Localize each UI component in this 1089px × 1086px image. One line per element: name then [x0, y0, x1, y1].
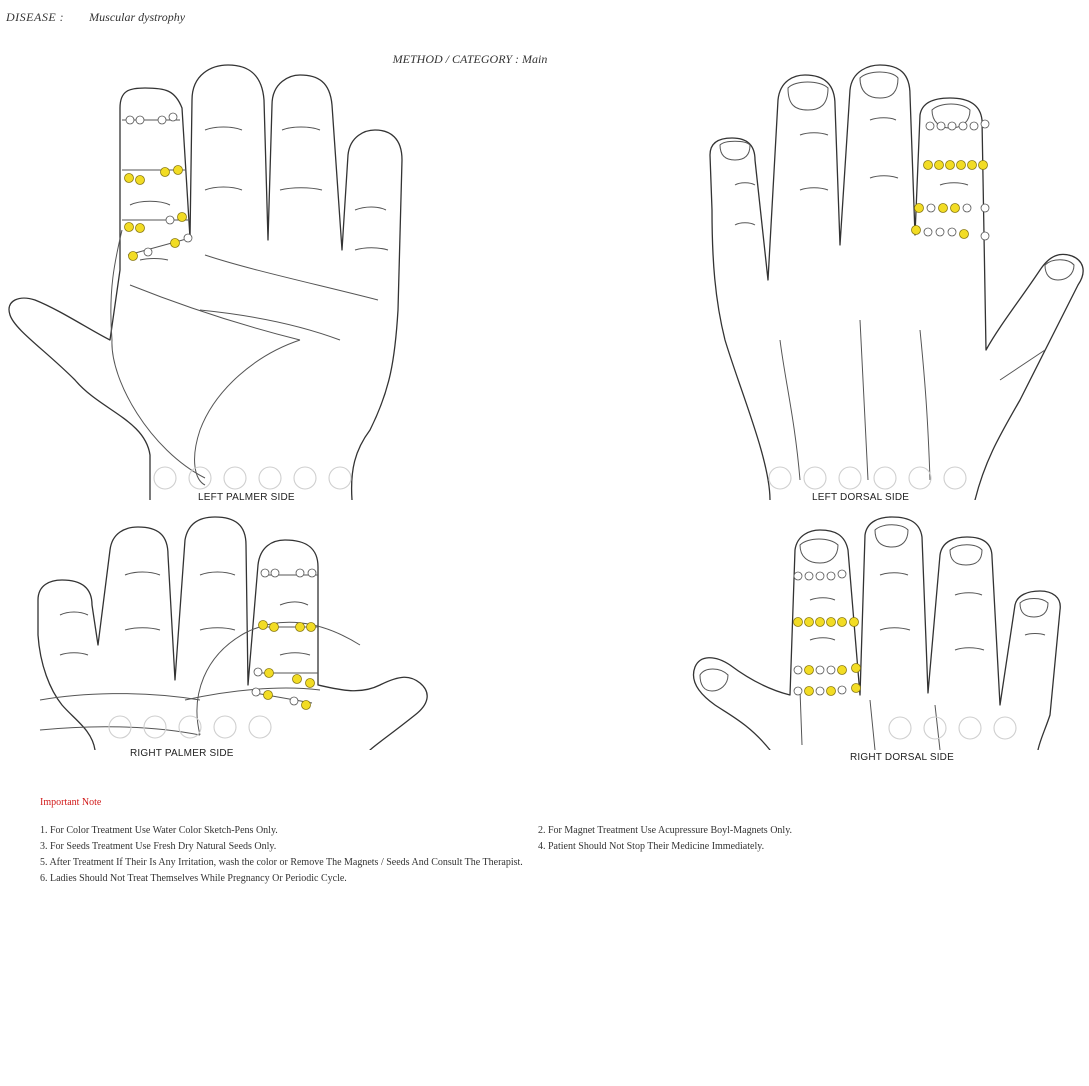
note-item-5: 5. After Treatment If Their Is Any Irrit…	[40, 857, 523, 868]
left-palmer-caption: LEFT PALMER SIDE	[198, 492, 295, 503]
left-palmer-hand-diagram	[0, 60, 420, 500]
right-dorsal-caption: RIGHT DORSAL SIDE	[850, 752, 954, 763]
disease-label: DISEASE :	[6, 10, 64, 24]
right-dorsal-hand-diagram	[670, 515, 1089, 750]
note-item-1: 1. For Color Treatment Use Water Color S…	[40, 825, 278, 836]
right-palmer-caption: RIGHT PALMER SIDE	[130, 748, 234, 759]
disease-value: Muscular dystrophy	[89, 10, 185, 24]
left-dorsal-caption: LEFT DORSAL SIDE	[812, 492, 909, 503]
note-item-2: 2. For Magnet Treatment Use Acupressure …	[538, 825, 792, 836]
left-dorsal-hand-diagram	[700, 60, 1089, 500]
note-item-3: 3. For Seeds Treatment Use Fresh Dry Nat…	[40, 841, 276, 852]
note-item-6: 6. Ladies Should Not Treat Themselves Wh…	[40, 873, 347, 884]
disease-row: DISEASE : Muscular dystrophy	[6, 10, 185, 25]
important-note-title: Important Note	[40, 797, 101, 808]
right-palmer-hand-diagram	[0, 515, 440, 750]
note-item-4: 4. Patient Should Not Stop Their Medicin…	[538, 841, 764, 852]
